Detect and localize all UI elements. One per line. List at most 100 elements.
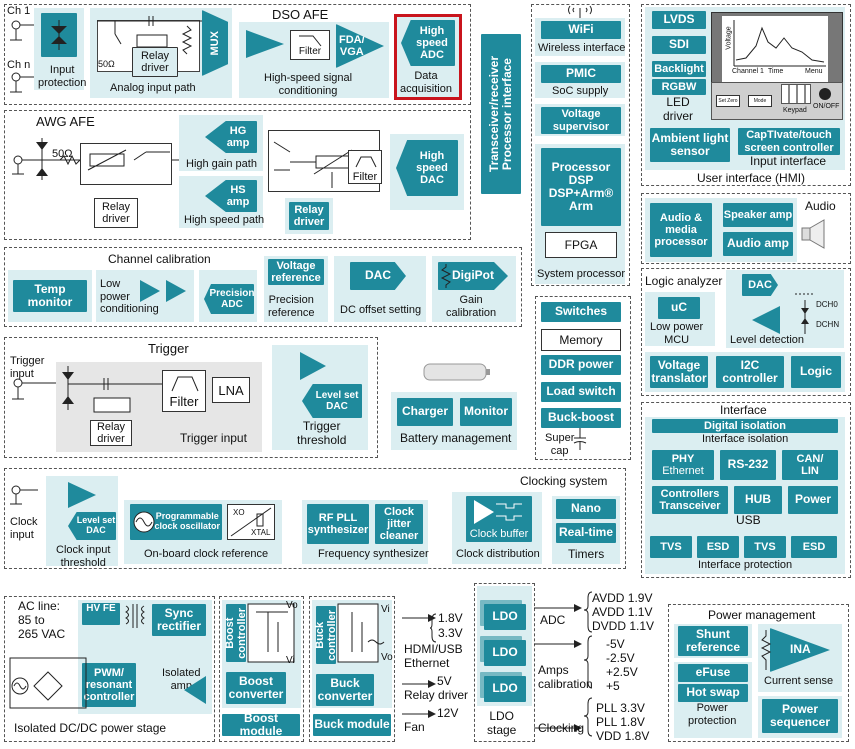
awg-afe-section bbox=[4, 110, 471, 240]
wifi-block: WiFi bbox=[541, 21, 621, 39]
rail-12v-label: 12V bbox=[437, 706, 459, 720]
input-iface-label: Input interface bbox=[750, 154, 827, 168]
iso-dcdc-section bbox=[4, 596, 215, 742]
mode-button[interactable]: Mode bbox=[748, 95, 772, 107]
switches-block: Switches bbox=[541, 302, 621, 322]
logic-title: Logic analyzer bbox=[645, 274, 723, 288]
setzero-button[interactable]: Set Zero bbox=[716, 95, 740, 107]
screen-menu-label: Menu bbox=[805, 68, 823, 75]
temp-monitor-block: Temp monitor bbox=[13, 280, 87, 312]
rf-pll-block: RF PLL synthesizer bbox=[307, 504, 369, 544]
freq-synth-label: Frequency synthesizer bbox=[318, 548, 429, 560]
ac-source-bridge bbox=[9, 657, 87, 709]
trigger-input-label: Trigger input bbox=[10, 355, 45, 380]
shunt-resistor-icon bbox=[760, 630, 772, 670]
filter-icon bbox=[355, 156, 377, 168]
boost-circuit bbox=[247, 603, 295, 663]
buck-section bbox=[309, 596, 395, 742]
ddr-power-block: DDR power bbox=[541, 355, 621, 375]
boost-ctrl-label: Boost controller bbox=[223, 607, 248, 659]
phy-label: PHY bbox=[671, 452, 695, 465]
ldo-stage-label: LDO stage bbox=[487, 709, 517, 737]
transformer-icon bbox=[125, 604, 145, 628]
dso-filter-label: Filter bbox=[298, 46, 322, 57]
clock-buffer-label: Clock buffer bbox=[469, 527, 529, 540]
amp-rails-values: -5V -2.5V +2.5V +5 bbox=[606, 637, 638, 693]
screen-voltage-label: Voltage bbox=[725, 26, 733, 50]
rail-arrows bbox=[402, 614, 436, 718]
scope-screen bbox=[722, 16, 828, 84]
clock-level-dac: Level set DAC bbox=[68, 512, 116, 540]
keypad-grid[interactable] bbox=[781, 84, 811, 104]
logic-dac-block: DAC bbox=[742, 274, 778, 296]
analog-input-path-label: Analog input path bbox=[110, 82, 196, 94]
clock-input-label: Clock input bbox=[10, 516, 38, 541]
clocking-rail-label: Clocking bbox=[538, 721, 585, 735]
awg-afe-title: AWG AFE bbox=[36, 114, 95, 129]
boost-converter-block: Boost converter bbox=[226, 672, 286, 704]
analog-input-circuit bbox=[97, 16, 207, 55]
vref-block: Voltage reference bbox=[268, 259, 324, 285]
rail-33v-label: 3.3V bbox=[438, 626, 463, 640]
hs-dac-block: High speed DAC bbox=[396, 140, 458, 196]
rs232-block: RS-232 bbox=[720, 450, 776, 480]
battery-label: Battery management bbox=[400, 431, 512, 445]
adc-rails-values: AVDD 1.9V AVDD 1.1V DVDD 1.1V bbox=[592, 591, 655, 633]
trigger-section bbox=[4, 337, 378, 458]
hvfe-label: HV FE bbox=[86, 603, 116, 614]
iface-protection-label: Interface protection bbox=[698, 559, 793, 571]
lowpower-label: Low power conditioning bbox=[100, 278, 159, 316]
esd1-block: ESD bbox=[697, 536, 739, 558]
dso-50ohm-label: 50Ω bbox=[98, 59, 115, 69]
fpga-block: FPGA bbox=[545, 232, 617, 258]
digital-isolation-block: Digital isolation bbox=[652, 419, 838, 433]
hotswap-block: Hot swap bbox=[678, 684, 748, 702]
usb-power-block: Power bbox=[788, 486, 838, 514]
pmic-block: PMIC bbox=[541, 65, 621, 83]
logic-channel-lines bbox=[795, 293, 815, 334]
awg-50ohm-label: 50Ω bbox=[52, 148, 73, 160]
dso-relay-driver: Relay driver bbox=[132, 47, 178, 77]
rgbw-block: RGBW bbox=[652, 79, 706, 95]
transceiver-block: Transceiver/receiver Processor interface bbox=[481, 34, 521, 194]
clocking-title: Clocking system bbox=[520, 474, 608, 488]
lowpower-amp1 bbox=[140, 280, 160, 302]
transceiver-label: Transceiver/receiver Processor interface bbox=[486, 55, 514, 173]
chn-label: Ch n bbox=[7, 59, 31, 71]
trigger-threshold-label: Trigger threshold bbox=[297, 419, 347, 447]
load-switch-block: Load switch bbox=[541, 382, 621, 402]
controllers-transceiver-block: Controllers Transceiver bbox=[652, 486, 728, 514]
audio-section bbox=[641, 193, 851, 264]
offset-dac-block: DAC bbox=[350, 262, 406, 290]
input-protection-diode bbox=[41, 13, 77, 57]
isolated-amp-triangle bbox=[184, 676, 206, 704]
hub-block: HUB bbox=[734, 486, 782, 514]
speaker-amp-block: Speaker amp bbox=[723, 203, 793, 227]
ldo-block-1: LDO bbox=[484, 604, 526, 630]
output-brackets bbox=[583, 591, 593, 737]
charger-block: Charger bbox=[397, 398, 453, 426]
sync-rectifier-block: Sync rectifier bbox=[152, 604, 206, 636]
dso-amp-triangle bbox=[246, 30, 284, 58]
voltage-supervisor-block: Voltage supervisor bbox=[541, 107, 621, 134]
hmi-section bbox=[641, 4, 851, 186]
buck-ctrl-label: Buck controller bbox=[313, 609, 338, 661]
speaker-icon bbox=[801, 219, 825, 249]
data-acq-label: Data acquisition bbox=[400, 70, 452, 95]
i2c-controller-block: I2C controller bbox=[716, 356, 784, 388]
dch0-label: DCH0 bbox=[816, 300, 838, 309]
interface-section bbox=[641, 402, 851, 578]
ldo-block-2: LDO bbox=[484, 640, 526, 666]
precision-adc-block: Precision ADC bbox=[204, 284, 254, 314]
trigger-title: Trigger bbox=[148, 341, 189, 356]
ldo-output-arrows bbox=[534, 604, 582, 732]
input-protection-label: Input protection bbox=[38, 64, 87, 89]
logic-section bbox=[641, 268, 851, 396]
hg-path-label: High gain path bbox=[186, 158, 257, 170]
hs-conditioning-label: High-speed signal conditioning bbox=[264, 72, 353, 97]
timers-label: Timers bbox=[568, 547, 605, 561]
ch1-label: Ch 1 bbox=[7, 5, 31, 17]
buck-vi-label: Vi bbox=[381, 604, 390, 615]
onoff-button[interactable] bbox=[819, 88, 831, 100]
screen-time-label: Time bbox=[768, 68, 784, 75]
